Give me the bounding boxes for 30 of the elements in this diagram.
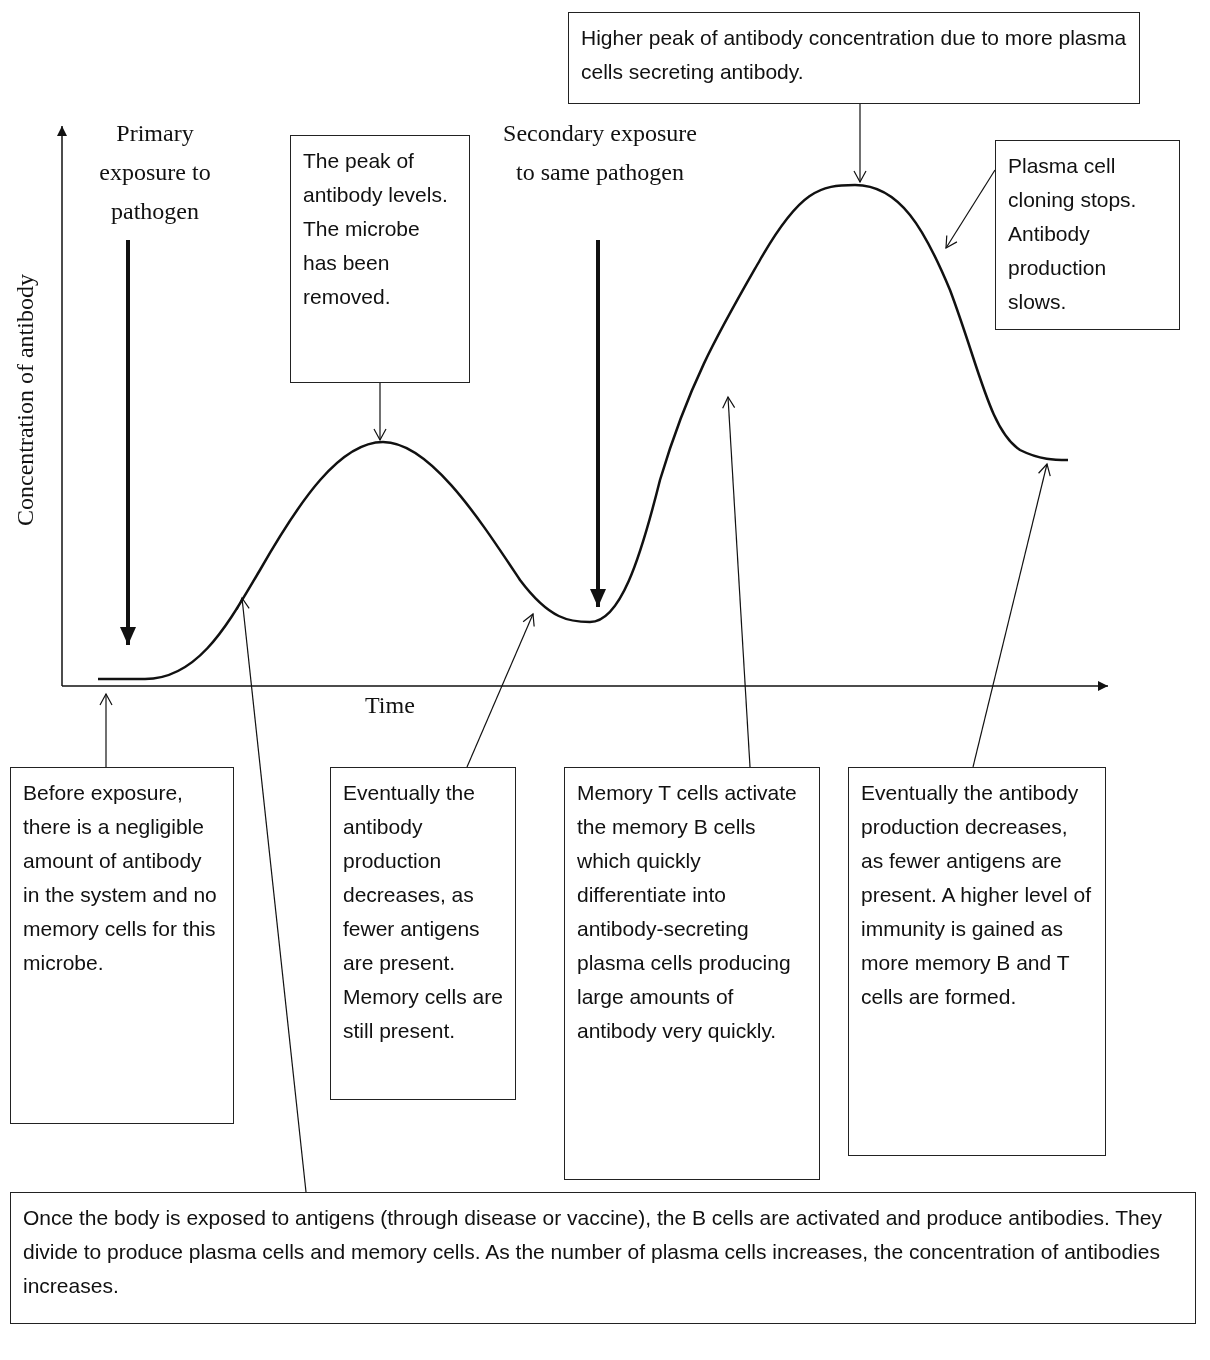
leader-line xyxy=(373,382,387,441)
exposure-label: Secondary exposure to same pathogen xyxy=(500,114,700,192)
callout-box xyxy=(290,135,470,383)
leader-line xyxy=(99,693,113,768)
axis-title: Concentration of antibody xyxy=(12,274,39,526)
axis-title: Time xyxy=(365,692,415,719)
callout-text: Once the body is exposed to antigens (through disease or vaccine), the B cells are activated and produce antibodies. They divide to produce plasma cells and memory cells. As the number of plasma cells increases, the concentration of antibodies increases. xyxy=(23,1205,1163,1299)
callout-text: Before exposure, there is a negligible amount of antibody in the system and no memory cells for this microbe. xyxy=(23,780,218,976)
arrow xyxy=(120,240,136,645)
callout-text: Higher peak of antibody concentration due to more plasma cells secreting antibody. xyxy=(581,25,1127,85)
callout-box xyxy=(995,140,1180,330)
callout-text: Eventually the antibody production decreases, as fewer antigens are present. Memory cells are still present. xyxy=(343,780,503,1044)
callout-box xyxy=(330,767,516,1100)
arrow xyxy=(590,240,606,607)
leader-line xyxy=(236,597,307,1193)
callout-box xyxy=(10,767,234,1124)
leader-line xyxy=(972,463,1051,768)
exposure-label: Primary exposure to pathogen xyxy=(80,114,230,231)
leader-line xyxy=(945,169,996,249)
callout-box xyxy=(848,767,1106,1156)
callout-box xyxy=(10,1192,1196,1324)
callout-text: The peak of antibody levels. The microbe has been removed. xyxy=(303,148,449,310)
callout-box xyxy=(568,12,1140,104)
leader-line xyxy=(466,613,535,768)
leader-line xyxy=(853,103,867,183)
leader-line xyxy=(722,396,751,768)
callout-text: Plasma cell cloning stops. Antibody production slows. xyxy=(1008,153,1138,315)
callout-text: Memory T cells activate the memory B cells which quickly differentiate into antibody-secreting plasma cells producing large amounts of antibody very quickly. xyxy=(577,780,798,1044)
callout-box xyxy=(564,767,820,1180)
callout-text: Eventually the antibody production decreases, as fewer antigens are present. A higher level of immunity is gained as more memory B and T cells are formed. xyxy=(861,780,1092,1010)
